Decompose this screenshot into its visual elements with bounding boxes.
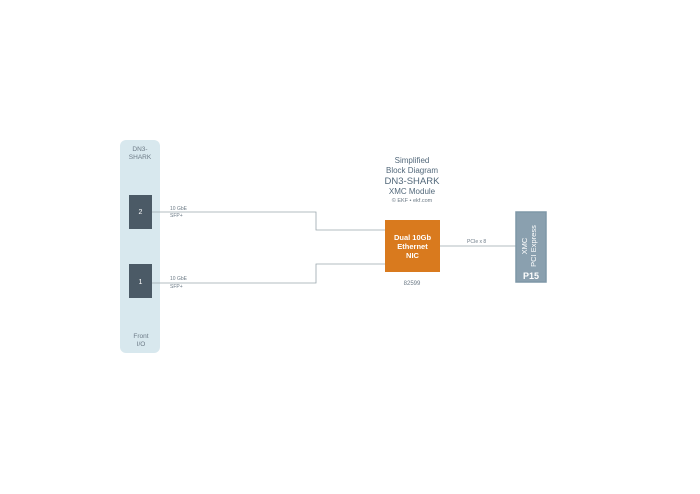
port-1-type: SFP+ [170,284,183,290]
port-1-speed: 10 GbE [170,276,188,282]
nic-line-2: Ethernet [397,242,428,251]
sfp-port-1 [129,264,152,298]
copyright: © EKF • ekf.com [392,197,433,204]
pci-express-label: PCI Express [529,225,538,267]
front-panel [120,140,160,353]
sfp-port-1-number: 1 [139,279,143,286]
title-line-3: DN3-SHARK [385,176,441,187]
nic-line-3: NIC [406,251,420,260]
title-line-1: Simplified [395,156,430,165]
connector-id: P15 [523,271,539,281]
port-2-speed: 10 GbE [170,206,188,212]
panel-top-label-1: DN3- [132,146,147,153]
title-line-4: XMC Module [389,187,436,196]
link-port-1-to-nic [152,263,385,284]
nic-line-1: Dual 10Gb [394,233,432,242]
sfp-port-2 [129,195,152,229]
panel-bottom-label-1: Front [133,333,148,340]
nic-block [385,220,440,272]
panel-top-label-2: SHARK [129,154,152,161]
panel-bottom-label-2: I/O [137,341,146,348]
link-port-2-to-nic [152,211,385,231]
xmc-label: XMC [520,237,529,254]
pcie-link-label: PCIe x 8 [467,239,486,245]
port-2-type: SFP+ [170,213,183,219]
title-line-2: Block Diagram [386,166,438,175]
sfp-port-2-number: 2 [139,209,143,216]
xmc-connector [515,211,547,283]
nic-chip-label: 82599 [404,281,421,287]
